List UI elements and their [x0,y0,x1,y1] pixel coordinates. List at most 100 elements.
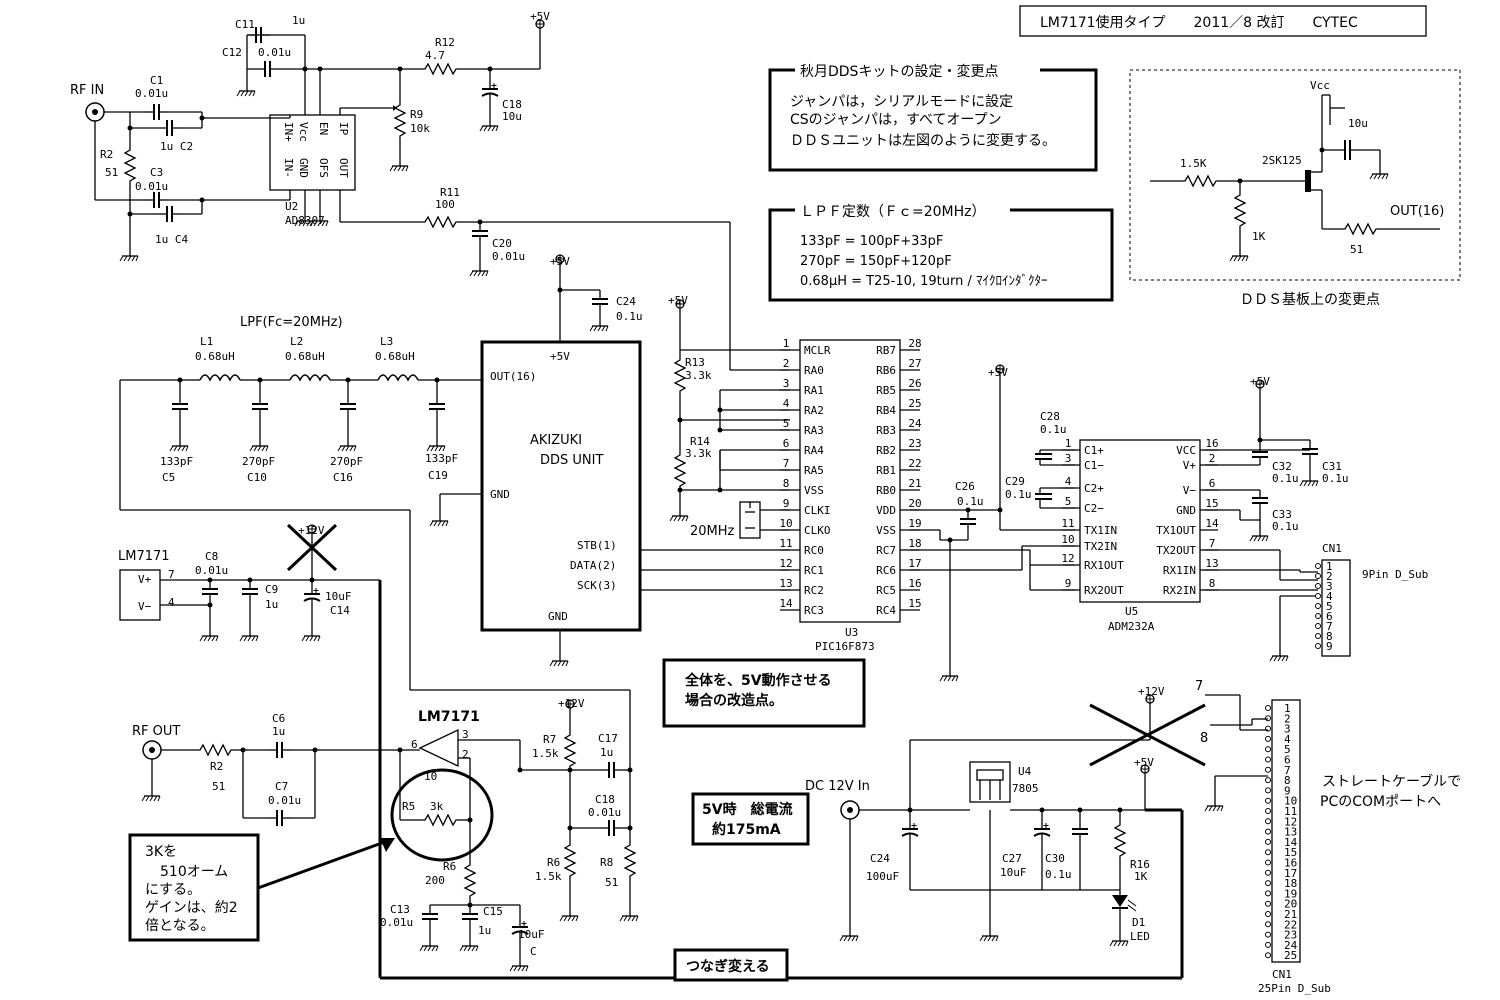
ad8307-pin-en: EN [317,122,330,135]
db25-pin7-label: 7 [1195,679,1203,694]
pic-pin-num: 7 [783,457,790,470]
c18b-ref: C18 [595,793,615,806]
c11-value: 1u [292,14,305,27]
db25-pin: 17 [1284,867,1297,880]
pic-pin-num: 23 [908,437,921,450]
pic-pin-label: RC6 [876,564,896,577]
db9-pin: 8 [1326,630,1333,643]
c13-ref: C13 [390,903,410,916]
d1-ref: D1 [1132,916,1145,929]
r2b-ref: R2 [210,760,223,773]
r6-value: 200 [425,874,445,887]
note-gain-2: 510オーム [160,864,228,880]
note-dds-line-3: ＤＤＳユニットは左図のように変更する。 [790,132,1056,149]
db25-pin: 14 [1284,836,1298,849]
c19-ref: C19 [428,469,448,482]
db25-pin: 16 [1284,857,1297,870]
dds-mod-cap: 10u [1348,117,1368,130]
note-current-2: 約175mA [712,821,781,838]
db25-pin: 20 [1284,898,1297,911]
r12-ref: R12 [435,36,455,49]
lpf-label: LPF(Fc=20MHz) [240,315,343,330]
c6-ref: C6 [272,712,285,725]
r6-ref: R6 [443,860,456,873]
db25-pin: 13 [1284,826,1297,839]
ad8307-chip [269,114,356,191]
db25-pins: 1234567891011121314151617181920212223242… [1265,702,1298,962]
c15-value: 1u [478,924,491,937]
r16-value: 1K [1134,870,1148,883]
dds-gnd-1: GND [490,488,510,501]
pic-pin-label: RC7 [876,544,896,557]
db9-pin: 6 [1326,610,1333,623]
adm-pin-label: RX1IN [1163,564,1196,577]
r13-value: 3.3k [685,369,712,382]
pic-pin-label: RB0 [876,484,896,497]
db25-pin: 1 [1284,702,1291,715]
adm-pin-num: 16 [1205,437,1218,450]
db25-pin: 9 [1284,784,1291,797]
dds-mod-r-in: 1.5K [1180,157,1207,170]
note-5v-box [662,658,866,728]
ad8307-pin-in-minus: IN- [282,158,295,178]
dds-out: OUT(16) [490,370,536,383]
c13-value: 0.01u [380,916,413,929]
pic-pin-num: 25 [908,397,921,410]
dds-stb: STB(1) [577,539,617,552]
adm-pin-label: RX2IN [1163,584,1196,597]
pic-pin-num: 18 [908,537,921,550]
db25-pin: 6 [1284,754,1291,767]
pic-pin-num: 13 [779,577,792,590]
ad8307-pin-ofs: OFS [317,158,330,178]
note-gain-1: 3Kを [145,844,177,860]
adm-pin-label: GND [1176,504,1196,517]
db25-pin: 3 [1284,723,1291,736]
note-gain-3: にする。 [145,882,201,898]
c28-ref: C28 [1040,410,1060,423]
pic-pin-num: 22 [908,457,921,470]
db9-pin: 1 [1326,560,1333,573]
cn1-25-ref: CN1 [1272,968,1292,981]
db25-pin: 2 [1284,712,1291,725]
adm-pin-label: TX2IN [1084,540,1117,553]
lm-p4: 4 [168,596,175,609]
c10-value: 270pF [242,455,275,468]
c5-ref: C5 [162,471,175,484]
dds-mod-box [1129,69,1461,281]
adm-pin-label: TX1IN [1084,524,1117,537]
pic-pin-num: 3 [783,377,790,390]
db9-pin: 5 [1326,600,1333,613]
dds-gnd-2: GND [548,610,568,623]
pic-pin-num: 24 [908,417,922,430]
db25-pin: 24 [1284,939,1298,952]
p5v-label-5: +5V [1250,375,1270,388]
pic-right-pins: 28RB727RB626RB525RB424RB323RB222RB121RB0… [876,337,922,617]
pic-pin-label: RB6 [876,364,896,377]
adm-pin-num: 5 [1065,495,1072,508]
r2-value: 51 [105,166,118,179]
cc-ref: C [530,945,537,958]
r5-ref: R5 [402,800,415,813]
pic-pin-num: 20 [908,497,921,510]
adm-pin-num: 8 [1209,577,1216,590]
db25-pin: 12 [1284,815,1297,828]
amp-p3: 3 [462,728,469,741]
adm-pin-num: 3 [1065,452,1072,465]
dds-sck: SCK(3) [577,579,617,592]
note-gain-5: 倍となる。 [145,918,215,934]
p5v-label-4: +5V [988,366,1008,379]
dds-mod-fet: 2SK125 [1262,154,1302,167]
adm-pin-num: 11 [1061,517,1074,530]
c6-value: 1u [272,725,285,738]
c20-ref: C20 [492,237,512,250]
adm-pin-label: VCC [1176,444,1196,457]
pic-pin-num: 6 [783,437,790,450]
c33-ref: C33 [1272,508,1292,521]
pic-pin-num: 28 [908,337,921,350]
db25-pin: 18 [1284,877,1297,890]
adm-pin-label: C1− [1084,459,1104,472]
note-5v-line2: 場合の改造点。 [685,692,783,709]
db25-pin: 5 [1284,743,1291,756]
c7-value: 0.01u [268,794,301,807]
